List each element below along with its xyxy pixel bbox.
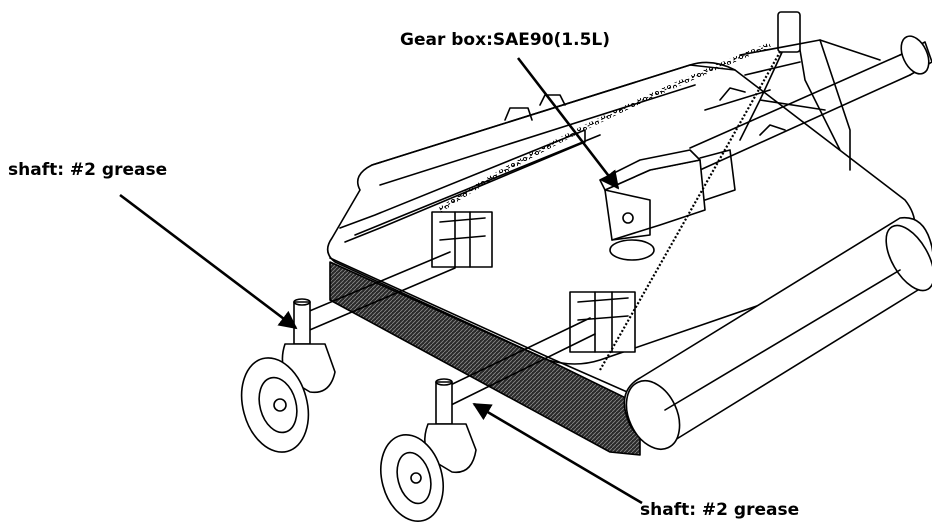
- gearbox-top: [599, 149, 701, 191]
- caster-post-left: [293, 301, 311, 345]
- caster-post-right: [435, 381, 453, 425]
- hitch-struts: [704, 39, 881, 111]
- bracket-right-detail: [577, 291, 629, 353]
- arrow-shaft-right: [472, 402, 643, 505]
- deck-front-lip: [329, 257, 651, 403]
- brush-skirt: [329, 261, 641, 456]
- gearbox-input: [699, 149, 736, 201]
- wheel-left-inner: [258, 376, 298, 434]
- caster-post-left-cap: [293, 298, 311, 306]
- hitch-top: [777, 11, 801, 53]
- wheel-left-hub: [273, 398, 287, 412]
- chain-rear-line: [439, 44, 771, 211]
- gearbox-face: [604, 189, 651, 241]
- arrow-gearbox: [516, 57, 620, 190]
- wheel-right-inner: [396, 451, 432, 505]
- rear-brackets: [504, 87, 786, 136]
- shaft-callout-right: shaft: #2 grease: [640, 500, 800, 520]
- caster-post-right-cap: [435, 378, 453, 386]
- left-rail: [339, 129, 586, 243]
- wheel-right: [380, 433, 444, 523]
- arrow-shaft-left: [119, 193, 298, 330]
- pto-coupler: [900, 35, 930, 75]
- gearbox-callout: Gear box:SAE90(1.5L): [400, 30, 611, 50]
- right-track-stripe: [664, 269, 901, 411]
- wheel-right-hub: [410, 472, 422, 484]
- bracket-right: [569, 291, 636, 353]
- bracket-left-detail: [439, 211, 486, 268]
- pto-shaft: [689, 54, 911, 171]
- gearbox-plug: [622, 212, 634, 224]
- gearbox-base: [609, 239, 655, 261]
- shaft-callout-left: shaft: #2 grease: [8, 160, 168, 180]
- right-roller-rear: [885, 224, 932, 292]
